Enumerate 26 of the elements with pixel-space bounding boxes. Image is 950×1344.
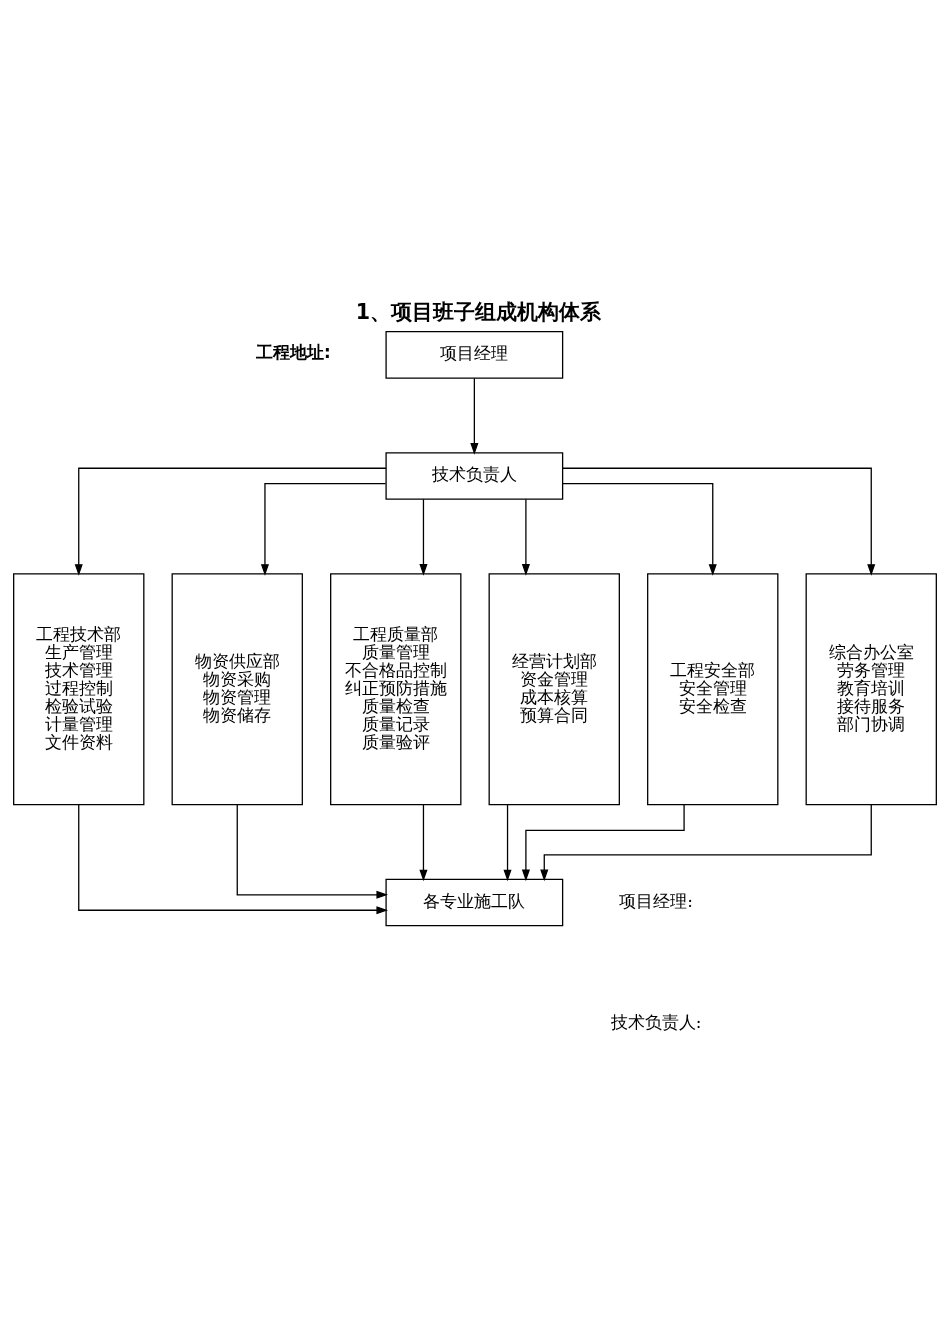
arrow [419, 803, 428, 881]
arrow [236, 803, 389, 899]
arrow [260, 482, 387, 576]
node-box: 项目经理 [385, 330, 564, 379]
node-box: 工程质量部 质量管理 不合格品控制 纠正预防措施 质量检查 质量记录 质量验评 [330, 572, 462, 805]
node-box: 工程安全部 安全管理 安全检查 [647, 572, 779, 805]
arrow [521, 803, 685, 881]
node-box: 经营计划部 资金管理 成本核算 预算合同 [488, 572, 620, 805]
arrow [503, 803, 512, 881]
node-box: 工程技术部 生产管理 技术管理 过程控制 检验试验 计量管理 文件资料 [13, 572, 145, 805]
node-box: 综合办公室 劳务管理 教育培训 接待服务 部门协调 [805, 572, 937, 805]
diagram-title: 1、项目班子组成机构体系 [355, 299, 602, 324]
label: 工程地址: [255, 341, 331, 362]
arrow [562, 482, 717, 576]
node-box: 各专业施工队 [385, 878, 564, 926]
arrow [540, 803, 872, 881]
arrow [470, 377, 479, 455]
arrow [521, 498, 530, 576]
label: 项目经理: [619, 890, 693, 911]
label: 技术负责人: [610, 1011, 702, 1032]
arrow [562, 467, 876, 576]
arrow [78, 803, 389, 914]
arrow [74, 467, 387, 576]
arrow [419, 498, 428, 576]
node-box: 技术负责人 [385, 451, 564, 500]
node-box: 物资供应部 物资采购 物资管理 物资储存 [171, 572, 303, 805]
